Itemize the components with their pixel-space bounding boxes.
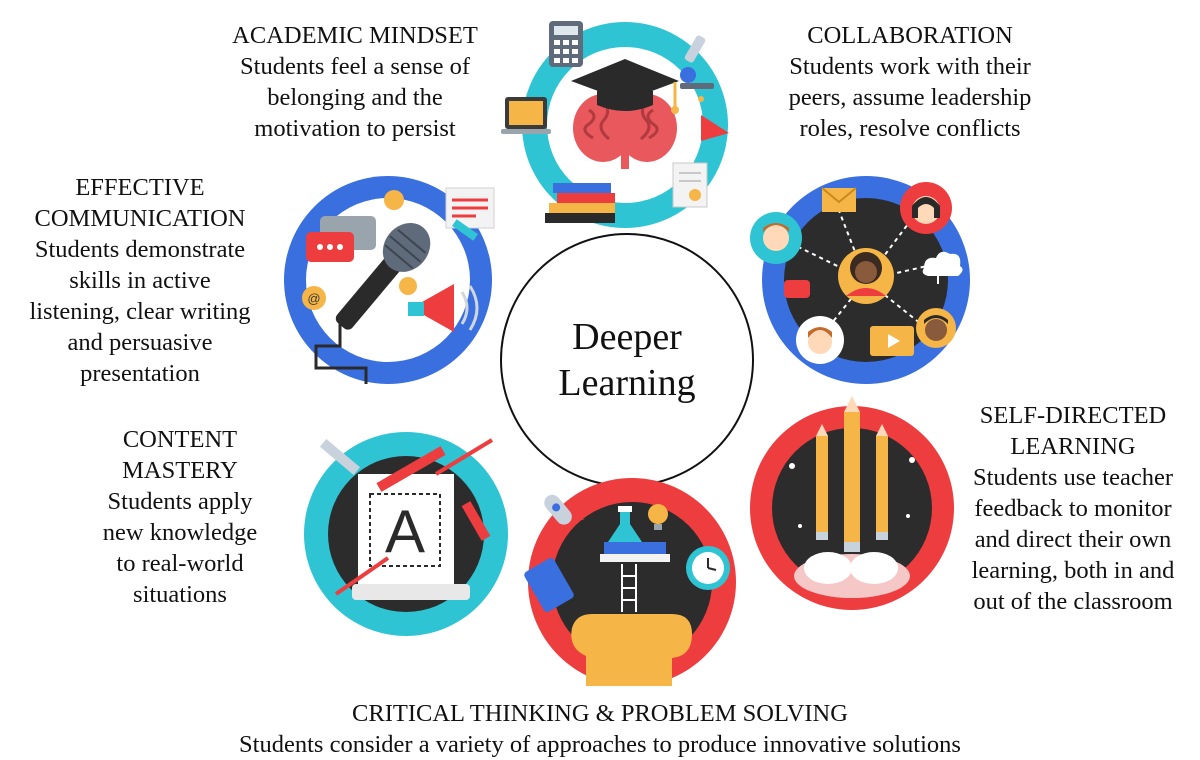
self-directed-learning-desc-5: out of the classroom bbox=[973, 588, 1173, 615]
effective-communication-desc-4: and persuasive bbox=[67, 329, 213, 356]
self-directed-learning-title-1: SELF-DIRECTED bbox=[979, 402, 1167, 429]
self-directed-learning-title-2: LEARNING bbox=[1010, 433, 1136, 460]
svg-text:@: @ bbox=[307, 291, 320, 306]
head-ideas-icon bbox=[524, 478, 736, 686]
academic-mindset-desc-2: belonging and the bbox=[267, 84, 443, 111]
critical-thinking-desc-1: Students consider a variety of approache… bbox=[239, 731, 961, 758]
self-directed-learning-desc-2: feedback to monitor bbox=[974, 495, 1172, 522]
effective-communication-title-2: COMMUNICATION bbox=[34, 205, 246, 232]
academic-mindset-desc-3: motivation to persist bbox=[254, 115, 456, 142]
effective-communication-desc-1: Students demonstrate bbox=[34, 236, 246, 263]
center-text-line-1: Deeper bbox=[572, 316, 682, 358]
academic-mindset-desc-1: Students feel a sense of bbox=[240, 53, 470, 80]
collaboration-desc-1: Students work with their bbox=[789, 53, 1031, 80]
content-mastery-desc-1: Students apply bbox=[107, 488, 253, 515]
graduation-brain-icon bbox=[501, 21, 729, 228]
content-mastery-desc-4: situations bbox=[133, 581, 227, 608]
center-text-line-2: Learning bbox=[558, 362, 696, 404]
collaboration-desc-3: roles, resolve conflicts bbox=[799, 115, 1021, 142]
effective-communication-desc-2: skills in active bbox=[69, 267, 211, 294]
self-directed-learning-label: SELF-DIRECTED LEARNING Students use teac… bbox=[948, 400, 1198, 617]
academic-mindset-title: ACADEMIC MINDSET bbox=[232, 22, 478, 49]
critical-thinking-title: CRITICAL THINKING & PROBLEM SOLVING bbox=[352, 700, 848, 727]
pencil-rocket-icon bbox=[750, 396, 954, 610]
letter-a-paper-icon: A bbox=[304, 432, 508, 636]
content-mastery-title-1: CONTENT bbox=[122, 426, 238, 453]
effective-communication-title-1: EFFECTIVE bbox=[75, 174, 205, 201]
collaboration-desc-2: peers, assume leadership bbox=[788, 84, 1032, 111]
self-directed-learning-desc-4: learning, both in and bbox=[971, 557, 1175, 584]
microphone-icon: @ bbox=[284, 176, 495, 384]
collaboration-label: COLLABORATION Students work with their p… bbox=[760, 20, 1060, 144]
content-mastery-title-2: MASTERY bbox=[122, 457, 238, 484]
critical-thinking-label: CRITICAL THINKING & PROBLEM SOLVING Stud… bbox=[150, 698, 1050, 760]
content-mastery-desc-3: to real-world bbox=[116, 550, 244, 577]
collaboration-title: COLLABORATION bbox=[807, 22, 1013, 49]
effective-communication-label: EFFECTIVE COMMUNICATION Students demonst… bbox=[0, 172, 280, 389]
network-people-icon bbox=[750, 176, 970, 384]
self-directed-learning-desc-1: Students use teacher bbox=[972, 464, 1174, 491]
self-directed-learning-desc-3: and direct their own bbox=[974, 526, 1172, 553]
content-mastery-desc-2: new knowledge bbox=[102, 519, 258, 546]
deeper-learning-center: Deeper Learning bbox=[500, 233, 754, 487]
academic-mindset-label: ACADEMIC MINDSET Students feel a sense o… bbox=[205, 20, 505, 144]
content-mastery-label: CONTENT MASTERY Students apply new knowl… bbox=[80, 424, 280, 610]
effective-communication-desc-5: presentation bbox=[80, 360, 200, 387]
effective-communication-desc-3: listening, clear writing bbox=[29, 298, 251, 325]
letter-a: A bbox=[385, 498, 425, 565]
